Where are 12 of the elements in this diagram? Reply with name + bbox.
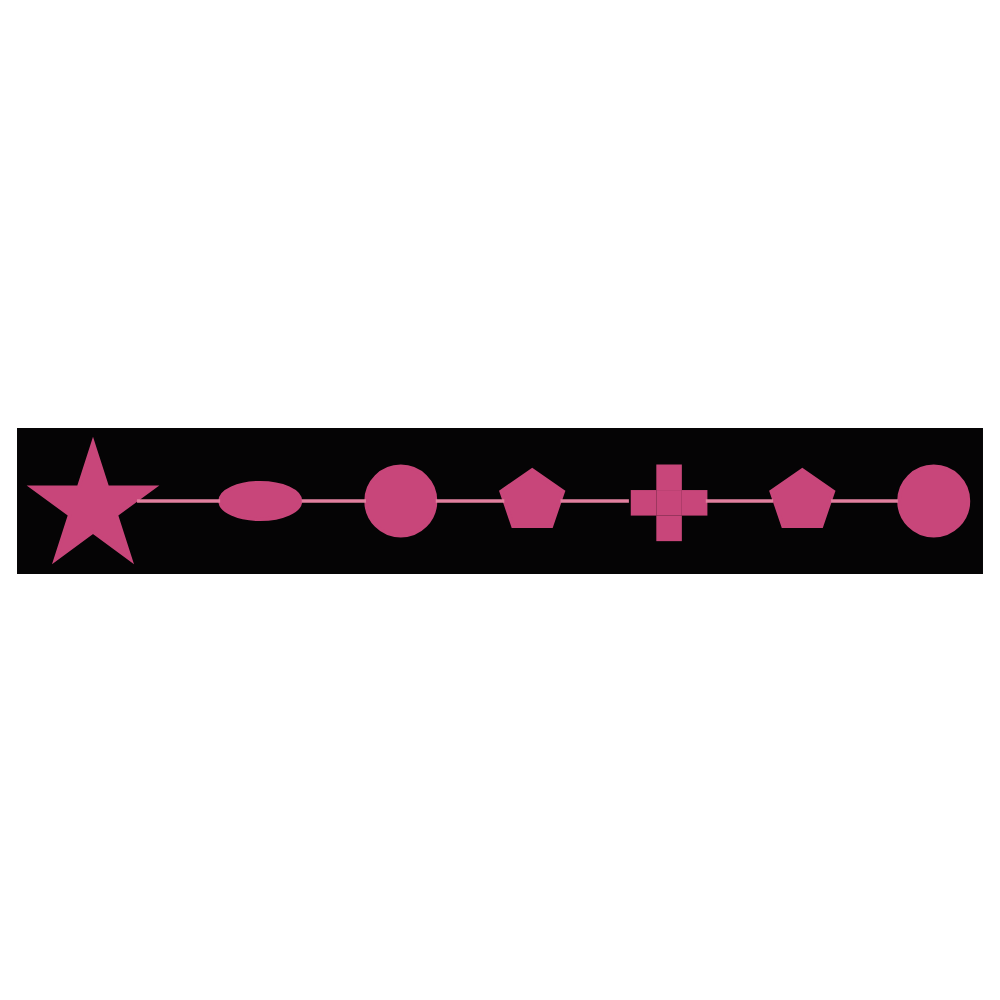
node-pentagon [769,466,836,527]
node-ellipse [218,479,303,521]
node-star [26,435,160,564]
connector [301,498,366,502]
node-circle [897,463,971,537]
connector [137,498,221,502]
connector [831,498,898,502]
connector [435,498,505,502]
connector [705,498,774,502]
node-circle [364,463,438,537]
node-pentagon [499,466,566,527]
connector [560,498,629,502]
